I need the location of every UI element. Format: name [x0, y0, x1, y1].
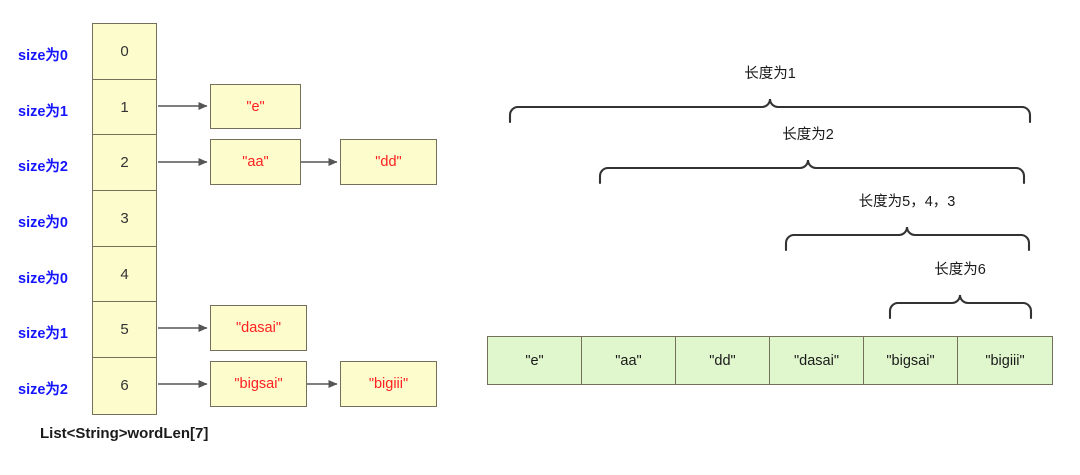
size-label-row-6: size为2 [18, 382, 68, 398]
bucket-cell-1[interactable]: 1 [93, 79, 156, 136]
node-chain-arrows [301, 158, 338, 388]
sorted-array-cell-0[interactable]: "e" [488, 337, 582, 384]
bucket-arrows [158, 102, 208, 388]
brace-1 [508, 98, 1032, 124]
bucket-array-table: 0 1 2 3 4 5 6 [92, 23, 157, 415]
size-label-row-4: size为0 [18, 271, 68, 287]
brace-label-1: 长度为1 [744, 66, 796, 82]
sorted-array-cell-3[interactable]: "dasai" [770, 337, 864, 384]
brace-4 [888, 294, 1033, 320]
size-label-row-1: size为1 [18, 104, 68, 120]
size-label-row-3: size为0 [18, 215, 68, 231]
node-row2-0[interactable]: "aa" [210, 139, 301, 185]
sorted-array-cell-5[interactable]: "bigiii" [958, 337, 1052, 384]
bucket-cell-2[interactable]: 2 [93, 135, 156, 192]
brace-label-3: 长度为5，4，3 [858, 194, 956, 210]
node-row6-1[interactable]: "bigiii" [340, 361, 437, 407]
sorted-array-cell-1[interactable]: "aa" [582, 337, 676, 384]
bucket-cell-6[interactable]: 6 [93, 358, 156, 414]
brace-label-4: 长度为6 [934, 262, 986, 278]
node-row6-0[interactable]: "bigsai" [210, 361, 307, 407]
node-row5-0[interactable]: "dasai" [210, 305, 307, 351]
bucket-cell-4[interactable]: 4 [93, 246, 156, 303]
node-row2-1[interactable]: "dd" [340, 139, 437, 185]
bucket-array-caption: List<String>wordLen[7] [40, 425, 209, 442]
brace-3 [784, 226, 1031, 252]
node-row1-0[interactable]: "e" [210, 84, 301, 129]
bucket-cell-5[interactable]: 5 [93, 302, 156, 359]
sorted-array-cell-4[interactable]: "bigsai" [864, 337, 958, 384]
bucket-cell-0[interactable]: 0 [93, 24, 156, 80]
brace-2 [598, 159, 1026, 185]
brace-group [508, 98, 1033, 320]
sorted-array-cell-2[interactable]: "dd" [676, 337, 770, 384]
size-label-row-0: size为0 [18, 48, 68, 64]
bucket-cell-3[interactable]: 3 [93, 191, 156, 247]
brace-label-2: 长度为2 [782, 127, 834, 143]
sorted-array: "e" "aa" "dd" "dasai" "bigsai" "bigiii" [487, 336, 1053, 385]
size-label-row-5: size为1 [18, 326, 68, 342]
size-label-row-2: size为2 [18, 159, 68, 175]
